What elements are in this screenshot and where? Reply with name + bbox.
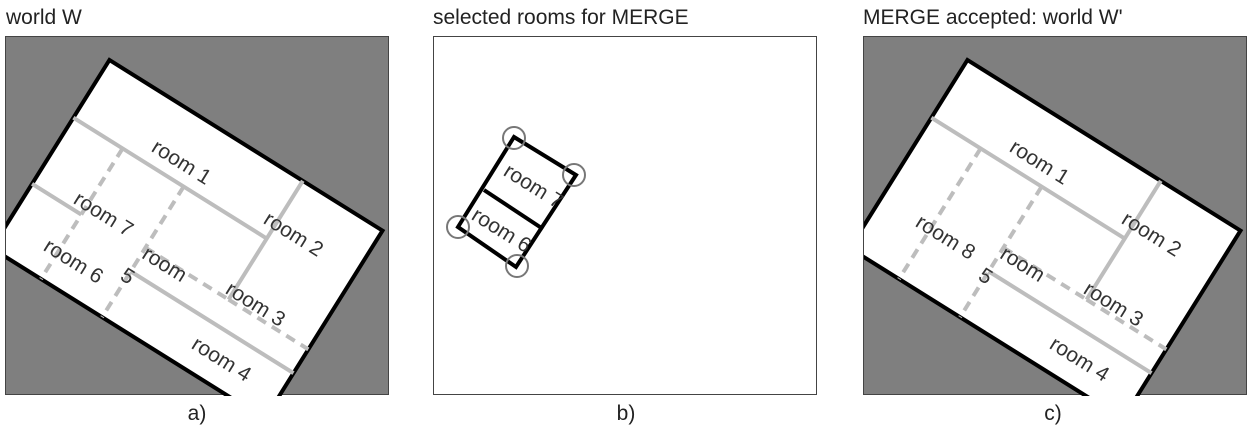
edge-room3-room4-merged [987, 269, 1153, 375]
edge-room5-right-merged [958, 185, 1044, 319]
panel-a-caption: a) [187, 402, 207, 425]
world-outline-merged [864, 57, 1244, 396]
panel-b-canvas: room 7 room 6 [433, 36, 817, 395]
edge-room3-room4 [129, 269, 295, 375]
edge-room1-room2 [226, 179, 305, 301]
edge-room1-bottom [72, 115, 268, 241]
selection-marker-top [502, 126, 526, 150]
edge-room1-bottom-merged [930, 115, 1126, 241]
edge-room7-room6-selected [482, 188, 545, 231]
edge-room5-right [100, 185, 186, 319]
panel-a-canvas: room 1 room 2 room 3 room 4 room 7 room … [5, 36, 389, 396]
selection-marker-bottom [505, 254, 529, 278]
edge-room7-room6 [31, 182, 83, 217]
panel-b-caption: b) [616, 402, 636, 425]
room-6-label-selected: room 6 [468, 203, 536, 257]
panel-c-canvas: room 1 room 2 room 3 room 4 room 8 room … [863, 36, 1247, 396]
world-w-diagram: room 1 room 2 room 3 room 4 room 7 room … [6, 57, 386, 396]
panel-a-title: world W [6, 6, 82, 29]
edge-room5-left-merged [897, 147, 983, 281]
edge-room1-room2-merged [1084, 179, 1163, 301]
panel-c-title: MERGE accepted: world W' [863, 6, 1123, 29]
world-outline [6, 57, 386, 396]
selected-rooms-diagram: room 7 room 6 [446, 126, 586, 278]
selection-marker-left [446, 215, 470, 239]
panel-b-title: selected rooms for MERGE [433, 6, 689, 29]
selection-marker-right [562, 163, 586, 187]
world-w-prime-diagram: room 1 room 2 room 3 room 4 room 8 room … [864, 57, 1244, 396]
selected-rooms-outline [455, 134, 579, 270]
panel-c-caption: c) [1044, 402, 1062, 425]
